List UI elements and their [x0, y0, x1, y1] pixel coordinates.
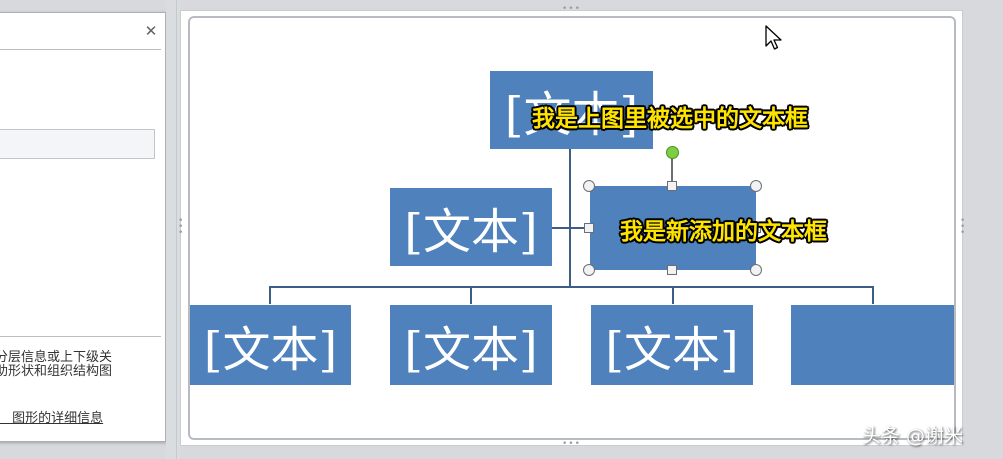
connector-vertical-main — [569, 148, 571, 288]
connector-drop-1 — [269, 286, 271, 304]
resize-handle-bottom-left[interactable] — [583, 264, 595, 276]
rotate-handle[interactable] — [666, 146, 679, 159]
splitter-line — [176, 0, 177, 459]
frame-bottom-handle[interactable]: ••• — [562, 439, 581, 449]
frame-top-handle[interactable]: ••• — [562, 4, 581, 14]
text-pane-body[interactable] — [0, 49, 161, 337]
org-box-child-2[interactable]: [文本] — [390, 305, 552, 385]
connector-drop-3 — [672, 286, 674, 304]
org-box-child-1[interactable]: [文本] — [190, 305, 351, 385]
mouse-pointer-icon — [765, 25, 782, 50]
resize-handle-bottom[interactable] — [667, 265, 677, 275]
resize-handle-top-right[interactable] — [750, 180, 762, 192]
org-box-child-4[interactable] — [791, 305, 954, 385]
connector-drop-4 — [872, 286, 874, 304]
connector-assistants — [550, 227, 590, 229]
connector-horizontal — [269, 286, 874, 288]
org-box-assistant[interactable]: [文本] — [390, 188, 552, 266]
resize-handle-top[interactable] — [667, 181, 677, 191]
frame-right-handle[interactable]: ••• — [960, 216, 967, 238]
resize-handle-left[interactable] — [584, 223, 594, 233]
close-icon[interactable]: ✕ — [144, 22, 158, 40]
rotate-handle-stem — [671, 157, 673, 184]
org-box-new-selected[interactable] — [590, 186, 756, 270]
resize-handle-bottom-right[interactable] — [750, 264, 762, 276]
text-pane-input[interactable] — [0, 129, 155, 159]
smartart-text-pane: ✕ 分层信息或上下级关 助形状和组织结构图 。 图形的详细信息 — [0, 12, 166, 442]
resize-handle-top-left[interactable] — [583, 180, 595, 192]
watermark: 头条 @谢米 — [862, 425, 964, 447]
resize-handle-right[interactable] — [751, 223, 761, 233]
org-box-top[interactable]: [文本] — [490, 71, 653, 149]
caption-selected-box: 我是上图里被选中的文本框 — [532, 106, 808, 132]
more-info-link[interactable]: 。 图形的详细信息 — [0, 411, 104, 426]
org-box-child-3[interactable]: [文本] — [591, 305, 753, 385]
frame-left-handle[interactable]: ••• — [178, 216, 185, 238]
connector-drop-2 — [470, 286, 472, 304]
caption-new-box: 我是新添加的文本框 — [620, 219, 827, 245]
text-pane-description: 分层信息或上下级关 助形状和组织结构图 — [0, 350, 113, 379]
